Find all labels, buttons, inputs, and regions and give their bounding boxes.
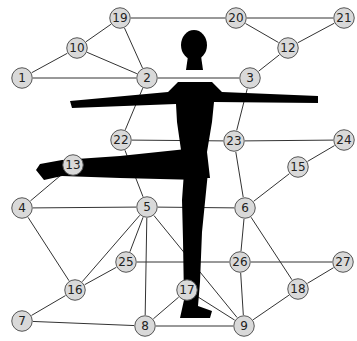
node-number: 25 (115, 251, 137, 269)
connector-line (156, 326, 233, 327)
connector-line (241, 273, 244, 315)
node-number: 4 (11, 197, 33, 215)
connector-line (241, 219, 244, 251)
connector-line (259, 55, 280, 71)
connector-line (33, 78, 136, 79)
node-number: 18 (287, 278, 309, 296)
node-number: 15 (287, 156, 309, 174)
connector-line (153, 297, 178, 319)
connector-line (33, 321, 134, 325)
node-number: 20 (225, 7, 247, 25)
number-circle: 8 (134, 315, 156, 337)
node-number: 10 (66, 37, 88, 55)
node-number: 3 (239, 67, 261, 85)
connector-line (307, 146, 334, 162)
node-number: 5 (136, 196, 158, 214)
connector-line (87, 52, 137, 73)
node-number: 26 (229, 251, 251, 269)
connector-line (125, 88, 142, 130)
connector-line (246, 23, 279, 42)
node-number: 21 (333, 7, 355, 25)
node-number: 8 (134, 315, 156, 333)
connector-line (158, 78, 239, 79)
number-circle: 4 (11, 197, 33, 219)
number-circle: 21 (333, 7, 355, 29)
number-circle: 18 (287, 278, 309, 300)
node-number: 27 (332, 251, 354, 269)
number-circle: 24 (333, 129, 355, 151)
connector-line (125, 28, 143, 68)
number-circle: 1 (11, 67, 33, 89)
number-circle: 2 (136, 67, 158, 89)
node-number: 22 (110, 129, 132, 147)
number-circle: 6 (234, 197, 256, 219)
node-number: 24 (333, 129, 355, 147)
number-circle: 3 (239, 67, 261, 89)
connector-line (247, 18, 333, 19)
number-circle: 13 (62, 154, 84, 176)
number-circle: 12 (277, 37, 299, 59)
connector-line (253, 295, 289, 320)
number-circle: 15 (287, 156, 309, 178)
node-number: 7 (11, 310, 33, 328)
node-number: 9 (233, 315, 255, 333)
connector-line (86, 24, 111, 41)
connector-line (298, 23, 335, 43)
number-circle: 5 (136, 196, 158, 218)
connector-line (307, 268, 333, 284)
node-number: 23 (223, 130, 245, 148)
number-circle: 17 (176, 279, 198, 301)
node-number: 2 (136, 67, 158, 85)
number-circle: 20 (225, 7, 247, 29)
number-circle: 16 (64, 279, 86, 301)
connector-line (28, 217, 69, 281)
connector-line (132, 140, 223, 142)
connector-line (137, 262, 229, 263)
connector-line (251, 217, 292, 280)
connector-line (245, 140, 333, 142)
connector-line (254, 174, 290, 202)
connector-line (33, 207, 136, 209)
node-number: 16 (64, 279, 86, 297)
connector-line (85, 267, 117, 284)
node-number: 6 (234, 197, 256, 215)
connector-line (82, 215, 140, 281)
connector-line (145, 218, 147, 315)
connector-line (251, 262, 332, 263)
connector-line (130, 217, 143, 251)
node-number: 19 (109, 7, 131, 25)
number-circle: 9 (233, 315, 255, 337)
connector-line (236, 152, 243, 197)
node-number: 17 (176, 279, 198, 297)
node-number: 13 (62, 154, 84, 172)
number-circle: 22 (110, 129, 132, 151)
node-number: 12 (277, 37, 299, 55)
number-circle: 19 (109, 7, 131, 29)
connector-line (131, 18, 225, 19)
number-circle: 23 (223, 130, 245, 152)
connector-line (31, 296, 65, 316)
number-circle: 27 (332, 251, 354, 273)
number-circle: 25 (115, 251, 137, 273)
number-circle: 26 (229, 251, 251, 273)
number-circle: 7 (11, 310, 33, 332)
number-circle: 10 (66, 37, 88, 59)
connector-line (32, 53, 68, 72)
node-number: 1 (11, 67, 33, 85)
